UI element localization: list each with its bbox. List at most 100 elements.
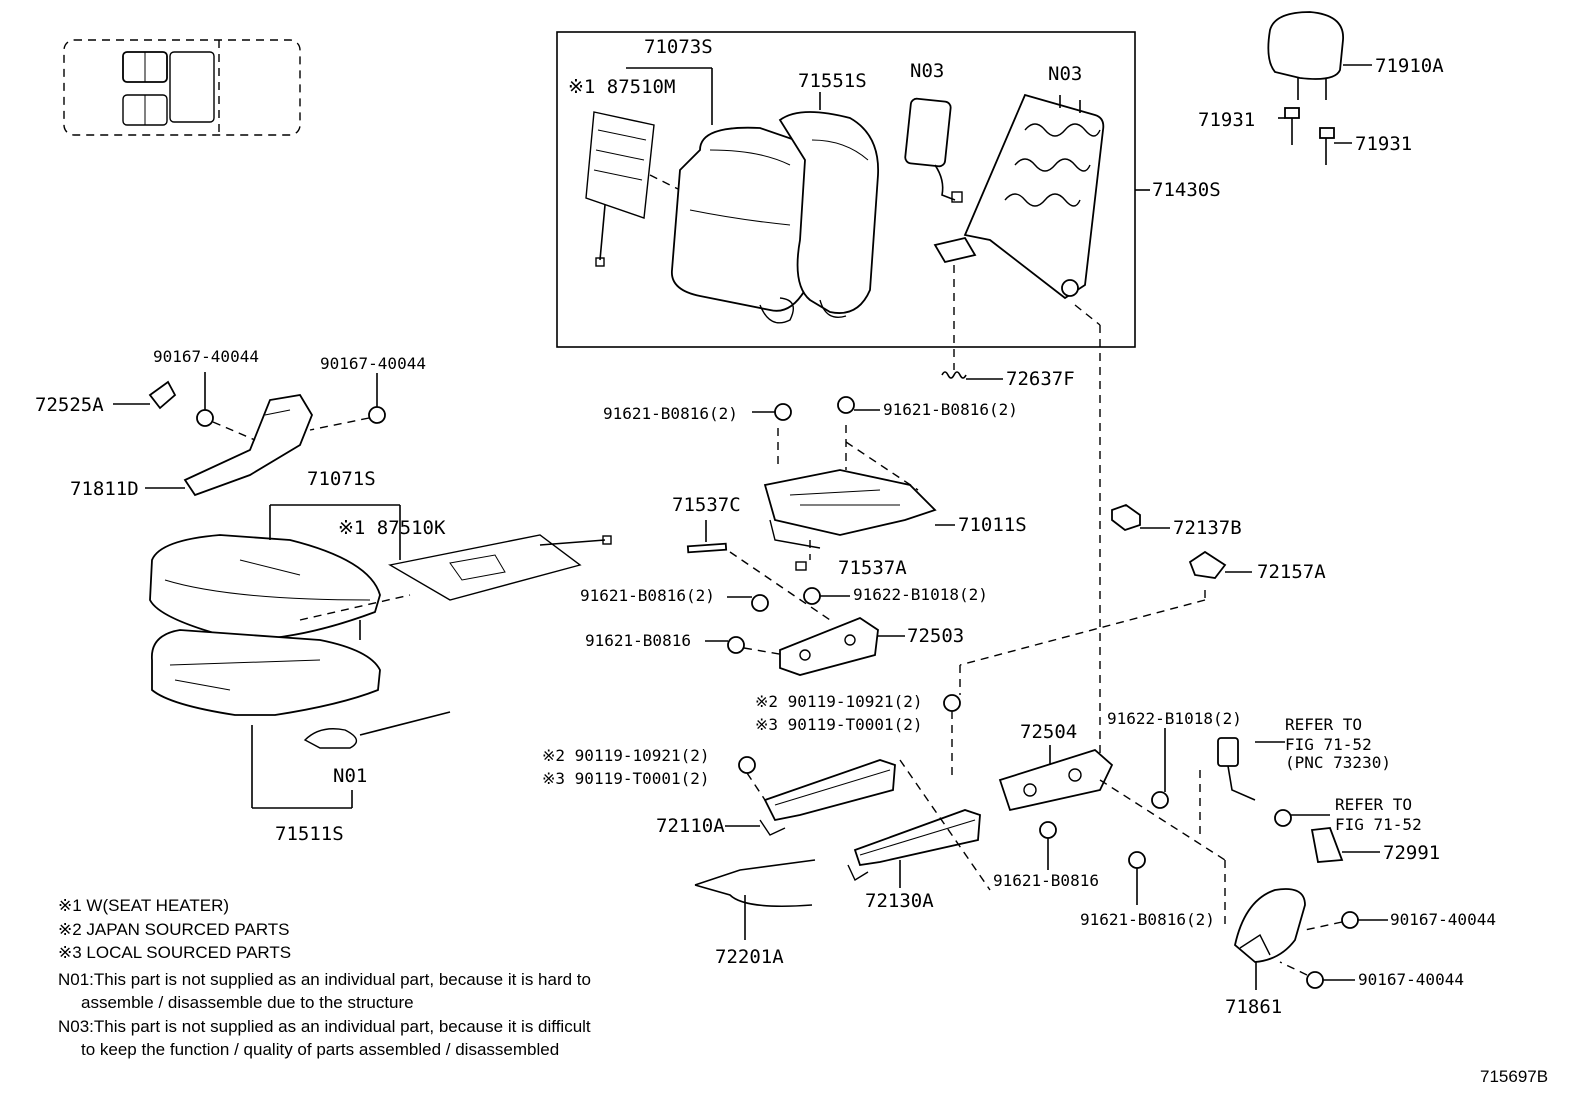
part-label-90119-d: ※3 90119-T0001(2) (542, 769, 710, 788)
note-local-sourced: ※3 LOCAL SOURCED PARTS (58, 943, 291, 962)
seat-belt-buckle-part (1199, 737, 1285, 835)
part-label-71910a: 71910A (1375, 55, 1444, 77)
bolt-icon (837, 396, 880, 414)
part-label-71811d: 71811D (70, 478, 139, 500)
refer-note-2-line2: FIG 71-52 (1335, 815, 1422, 834)
part-label-71551s: 71551S (798, 70, 867, 92)
part-label-90167-d: 90167-40044 (1358, 970, 1464, 989)
retainer-72157a-part (959, 550, 1252, 695)
part-label-72130a: 72130A (865, 890, 934, 912)
seat-rail-72130a-part (847, 759, 991, 891)
part-label-72110a: 72110A (656, 815, 725, 837)
part-label-91621-f: 91621-B0816(2) (1080, 910, 1215, 929)
part-label-91621-b: 91621-B0816(2) (883, 400, 1018, 419)
part-label-90119-c: ※2 90119-10921(2) (542, 746, 710, 765)
seatback-frame-part (933, 93, 1105, 300)
note-n03-line1: N03:This part is not supplied as an indi… (58, 1017, 591, 1036)
figure-id: 715697B (1480, 1067, 1548, 1086)
bolt-icon (1039, 821, 1057, 870)
seat-rail-72110a-part (725, 759, 896, 836)
seat-heater-cushion-part (299, 534, 612, 621)
part-label-72503: 72503 (907, 625, 964, 647)
part-label-91621-d: 91621-B0816 (585, 631, 691, 650)
part-label-87510m: ※1 87510M (568, 76, 675, 98)
bolt-icon (727, 594, 769, 612)
note-seat-heater: ※1 W(SEAT HEATER) (58, 896, 229, 915)
screw-icon (1279, 961, 1355, 989)
part-label-72201a: 72201A (715, 946, 784, 968)
part-label-71537a: 71537A (838, 557, 907, 579)
part-label-72637f: 72637F (1006, 368, 1075, 390)
part-label-91621-e: 91621-B0816 (993, 871, 1099, 890)
part-label-n03-frame: N03 (1048, 63, 1082, 85)
part-label-71931-a: 71931 (1198, 109, 1255, 131)
part-label-90119-b: ※3 90119-T0001(2) (755, 715, 923, 734)
note-n01-line2: assemble / disassemble due to the struct… (81, 993, 414, 1012)
part-label-72137b: 72137B (1173, 517, 1242, 539)
seat-adjuster-72503-part (779, 616, 905, 676)
seat-cushion-cover-part (149, 504, 401, 641)
part-label-90167-a: 90167-40044 (153, 347, 259, 366)
part-label-n03-airbag: N03 (910, 60, 944, 82)
pad-71537c-part (686, 520, 831, 621)
seat-adjuster-72504-part (998, 745, 1114, 812)
spring-part (941, 265, 1003, 380)
seat-cushion-pad-part (151, 629, 381, 716)
part-label-71537c: 71537C (672, 494, 741, 516)
screw-icon (196, 372, 256, 441)
part-label-71931-b: 71931 (1355, 133, 1412, 155)
bolt-icon (705, 636, 786, 656)
part-label-71011s: 71011S (958, 514, 1027, 536)
side-airbag-part (904, 97, 963, 203)
part-label-n01: N01 (333, 765, 367, 787)
part-label-90167-c: 90167-40044 (1390, 910, 1496, 929)
bolt-icon (803, 587, 850, 605)
pad-71537a-part (795, 540, 811, 571)
harness-part (251, 711, 451, 809)
part-label-87510k: ※1 87510K (338, 517, 446, 539)
refer-note-1-line2: FIG 71-52 (1285, 735, 1372, 754)
nut-icon (1274, 809, 1330, 827)
part-label-91621-c: 91621-B0816(2) (580, 586, 715, 605)
seat-cushion-frame-part (763, 425, 955, 549)
screw-icon (1304, 911, 1388, 931)
refer-note-1-line1: REFER TO (1285, 715, 1362, 734)
part-label-91621-a: 91621-B0816(2) (603, 404, 738, 423)
refer-note-2-line1: REFER TO (1335, 795, 1412, 814)
vehicle-locator-inset (63, 39, 301, 136)
refer-note-1-line3: (PNC 73230) (1285, 753, 1391, 772)
part-label-91622-a: 91622-B1018(2) (853, 585, 988, 604)
part-label-71071s: 71071S (307, 468, 376, 490)
part-label-91622-b: 91622-B1018(2) (1107, 709, 1242, 728)
part-label-71430s: 71430S (1152, 179, 1221, 201)
seatback-assembly-box (556, 31, 1150, 348)
bolt-icon (943, 694, 961, 780)
note-n03-line2: to keep the function / quality of parts … (81, 1040, 559, 1059)
clip-72525a-part (113, 380, 177, 410)
part-label-72157a: 72157A (1257, 561, 1326, 583)
note-japan-sourced: ※2 JAPAN SOURCED PARTS (58, 920, 290, 939)
bracket-72991-part (1310, 827, 1380, 863)
bolt-icon (738, 756, 766, 801)
part-label-71861: 71861 (1225, 996, 1282, 1018)
seatback-cover-part (671, 126, 817, 324)
bolt-icon (752, 403, 792, 421)
part-label-72525a: 72525A (35, 394, 104, 416)
headrest-part (1267, 11, 1372, 100)
wire-72201a-part (694, 859, 816, 940)
seat-shield-71861-part (1234, 888, 1306, 990)
seatback-pad-part (778, 111, 879, 318)
part-label-90119-a: ※2 90119-10921(2) (755, 692, 923, 711)
retainer-72137b-part (1111, 503, 1170, 532)
part-label-90167-b: 90167-40044 (320, 354, 426, 373)
bolt-icon (1151, 728, 1169, 809)
part-label-71511s: 71511S (275, 823, 344, 845)
headrest-support-parts (1278, 107, 1352, 165)
part-label-72991: 72991 (1383, 842, 1440, 864)
part-label-71073s: 71073S (644, 36, 713, 58)
screw-icon (309, 373, 386, 431)
note-n01-line1: N01:This part is not supplied as an indi… (58, 970, 591, 989)
part-label-72504: 72504 (1020, 721, 1077, 743)
seat-cushion-shield-part (145, 394, 314, 497)
